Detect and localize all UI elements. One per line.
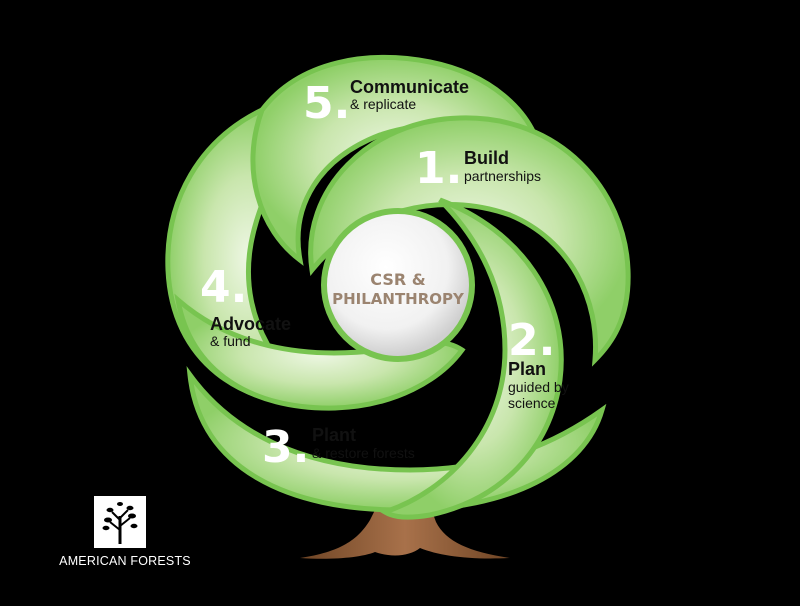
step-5-subtitle: & replicate (350, 96, 416, 112)
step-1-title: Build (464, 148, 509, 168)
step-4: 4. Advocate & fund (200, 262, 291, 349)
step-4-title: Advocate (210, 314, 291, 334)
step-2-subtitle-line2: science (508, 395, 556, 411)
step-3: 3. Plant & restore forests (262, 422, 415, 473)
step-1-subtitle: partnerships (464, 168, 541, 184)
logo-text: AMERICAN FORESTS (59, 554, 191, 568)
step-5: 5. Communicate & replicate (303, 77, 469, 129)
step-4-subtitle: & fund (210, 333, 250, 349)
leaf-2 (379, 197, 564, 520)
step-3-number: 3. (262, 422, 309, 473)
leaf-1 (308, 115, 631, 367)
step-5-number: 5. (303, 78, 350, 129)
tree-trunk (300, 500, 510, 559)
center-title-line1: CSR & (370, 270, 425, 289)
step-2-subtitle-line1: guided by (508, 379, 569, 395)
step-3-subtitle: & restore forests (312, 445, 415, 461)
center-circle: CSR & PHILANTHROPY (321, 208, 475, 362)
step-2: 2. Plan guided by science (508, 315, 569, 411)
step-5-title: Communicate (350, 77, 469, 97)
step-4-number: 4. (200, 262, 247, 313)
tree-icon (94, 496, 146, 548)
step-3-title: Plant (312, 425, 356, 445)
step-1: 1. Build partnerships (415, 143, 541, 194)
step-2-title: Plan (508, 359, 546, 379)
center-title-line2: PHILANTHROPY (332, 290, 465, 308)
step-2-number: 2. (508, 315, 555, 366)
step-1-number: 1. (415, 143, 462, 194)
american-forests-logo: AMERICAN FORESTS (50, 496, 200, 576)
leaf-4-lower (174, 293, 466, 411)
